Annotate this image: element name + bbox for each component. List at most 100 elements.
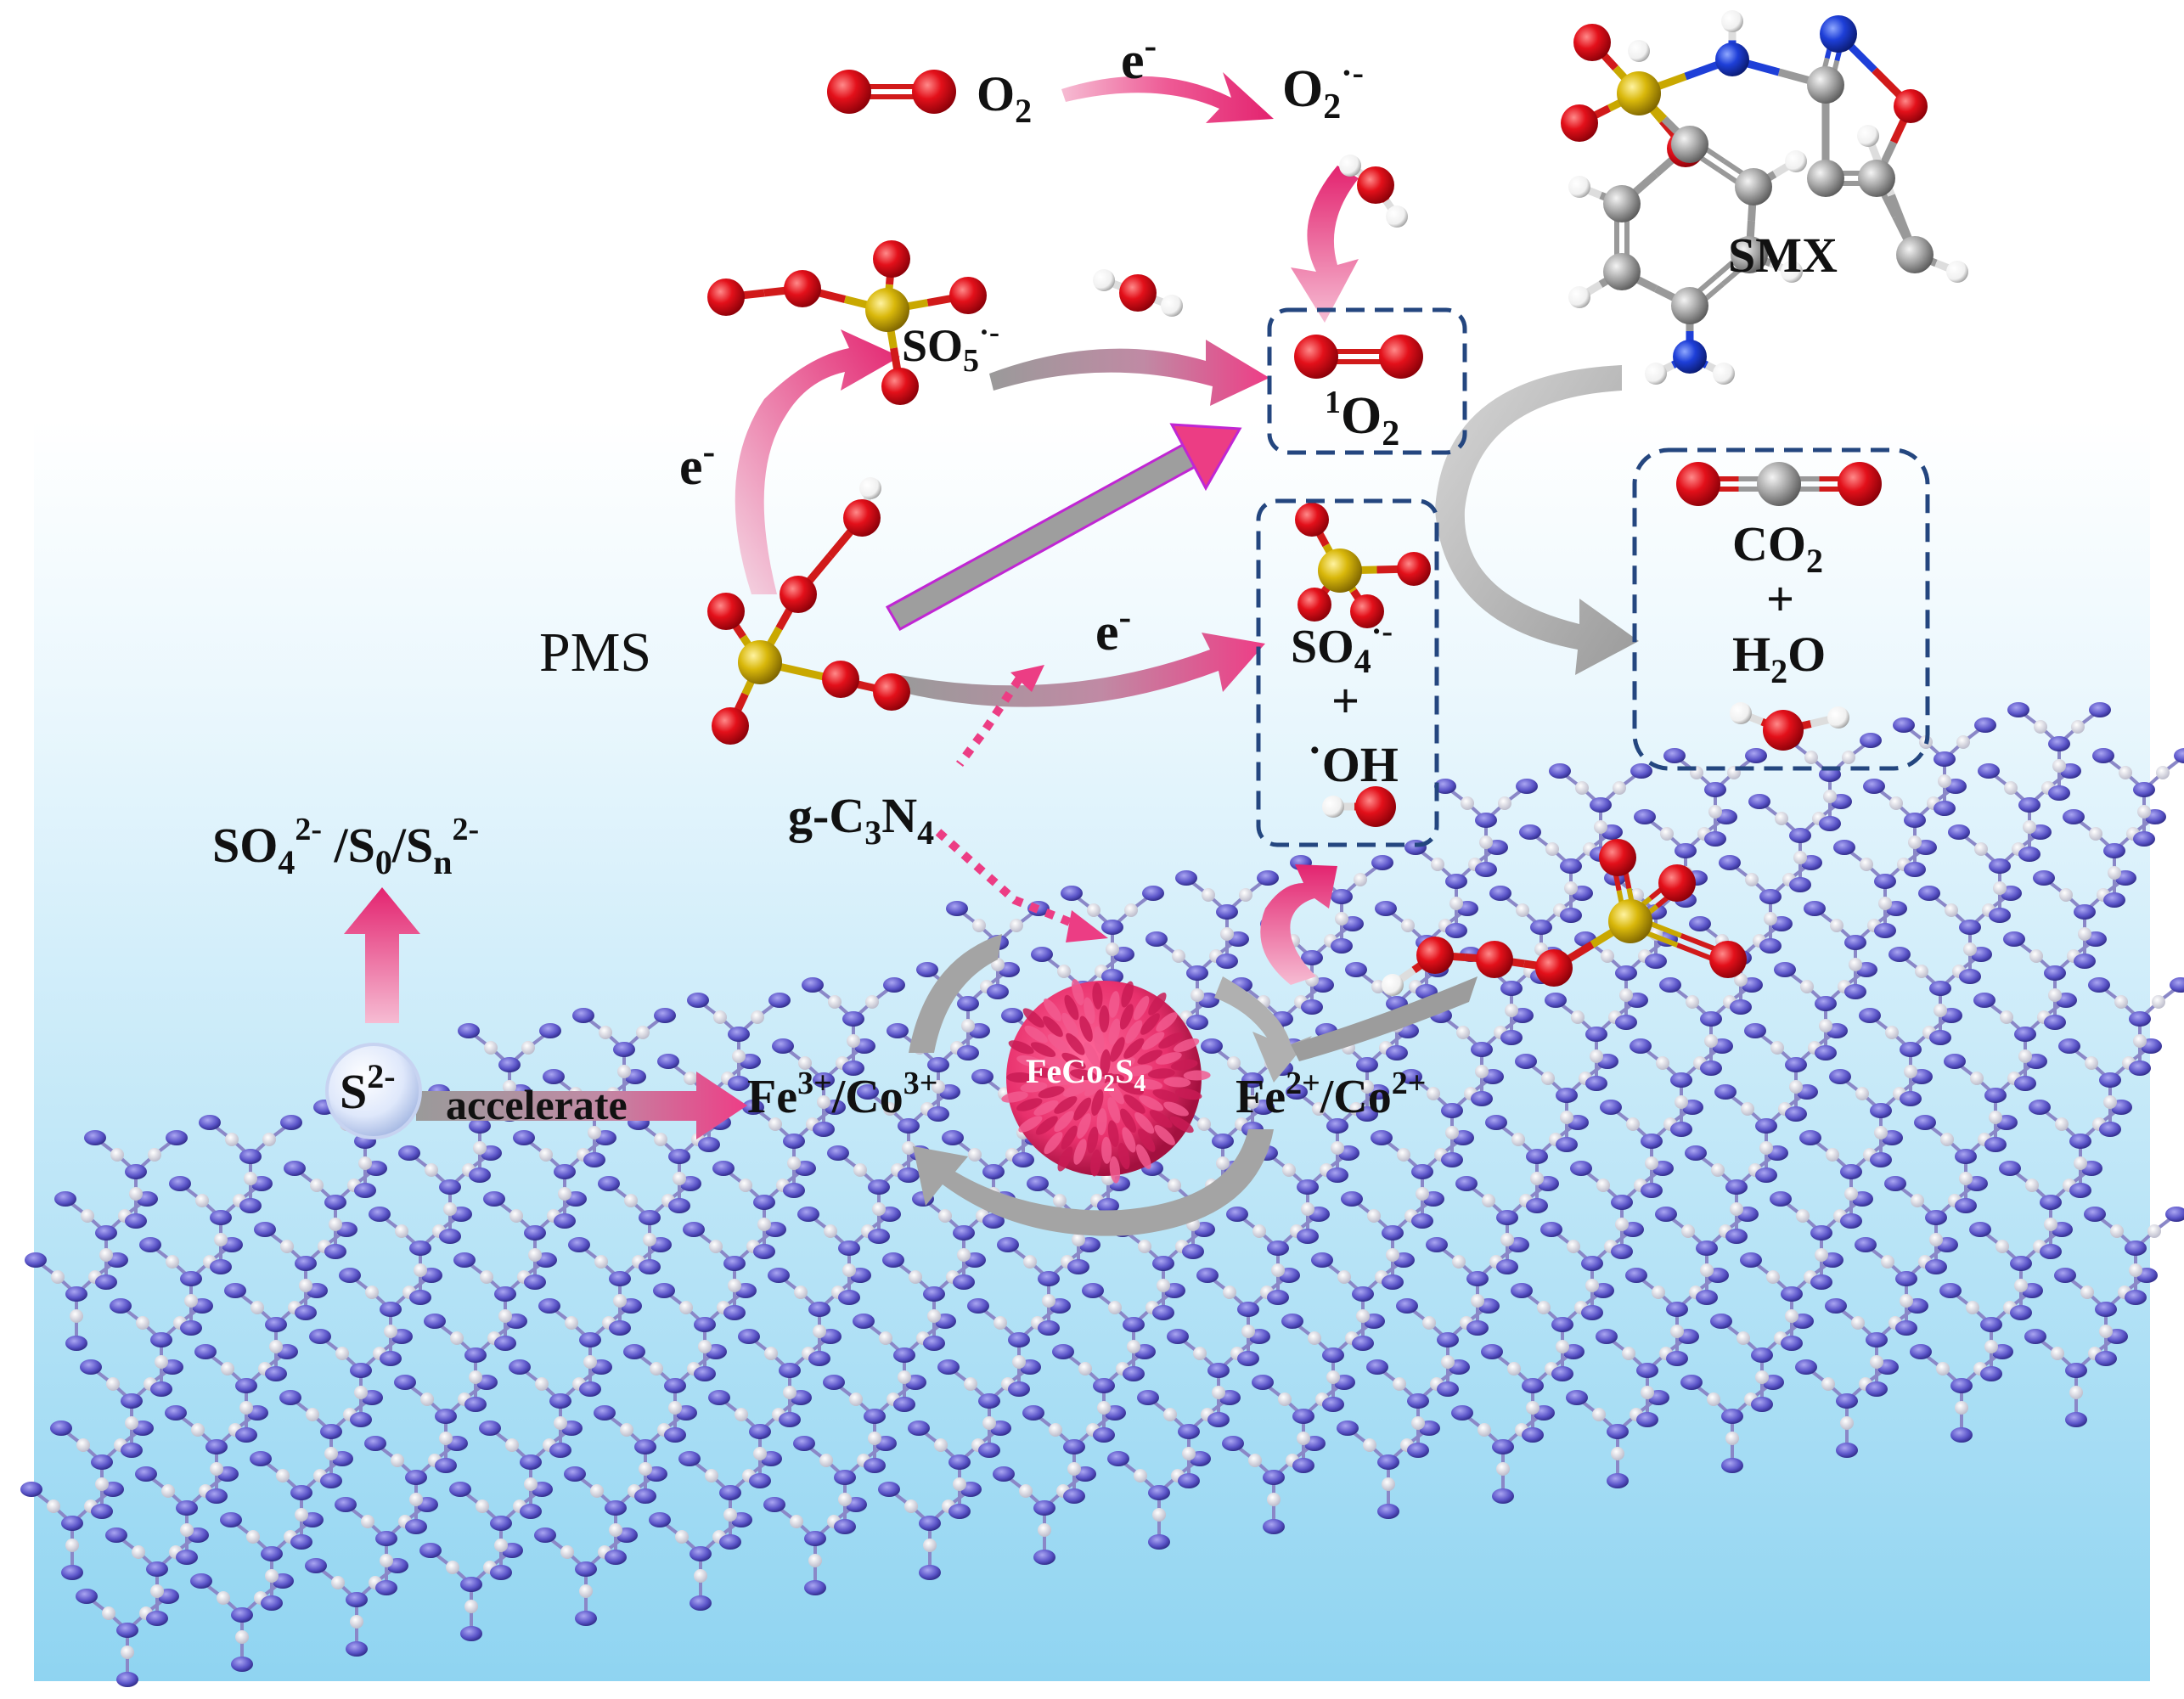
arrow-accelerate <box>416 1072 747 1139</box>
lattice-atom-n <box>424 1314 446 1329</box>
lattice-atom-n <box>1641 1183 1663 1198</box>
lattice-atom-c <box>654 1133 667 1146</box>
lattice-atom-n <box>842 1060 864 1076</box>
lattice-atom-n <box>1630 763 1652 779</box>
lattice-atom-c <box>1482 1194 1495 1207</box>
lattice-atom-n <box>882 1252 904 1268</box>
lattice-atom-c <box>528 1248 542 1262</box>
lattice-atom-c <box>299 1279 312 1292</box>
lattice-atom-c <box>331 1576 345 1589</box>
lattice-atom-n <box>469 1118 491 1134</box>
lattice-atom-n <box>1630 1038 1652 1054</box>
lattice-atom-n <box>2099 1122 2121 1137</box>
lattice-atom-n <box>868 1179 890 1195</box>
lattice-atom-c <box>713 1010 727 1024</box>
lattice-atom-n <box>883 977 905 993</box>
dotted-arrow-gcn-to-catalyst <box>935 829 1080 930</box>
lattice-atom-c <box>798 1056 812 1070</box>
lattice-atom-n <box>605 1550 627 1565</box>
lattice-atom-c <box>439 1432 453 1445</box>
lattice-atom-n <box>520 1454 542 1470</box>
lattice-atom-n <box>2129 1060 2151 1076</box>
catalyst-petal <box>1125 1020 1143 1044</box>
molecule-layer <box>707 10 1968 996</box>
lattice-atom-n <box>2129 1011 2151 1027</box>
lattice-atom-c <box>295 1508 308 1522</box>
lattice-atom-n <box>2095 1302 2117 1317</box>
catalyst-petal <box>1069 1069 1097 1081</box>
lattice-atom-c <box>1571 1010 1585 1024</box>
lattice-atom-c <box>262 1133 276 1146</box>
lattice-atom-c <box>148 1148 161 1162</box>
lattice-atom-c <box>650 1362 663 1376</box>
lattice-atom-n <box>1411 1213 1433 1229</box>
lattice-atom-n <box>254 1222 276 1237</box>
lattice-atom-n <box>1012 1152 1034 1167</box>
lattice-atom-n <box>723 1305 746 1320</box>
lattice-atom-c <box>1278 1392 1292 1406</box>
atom-o <box>881 368 919 405</box>
lattice-atom-n <box>20 1482 42 1497</box>
water-oh <box>1322 786 1396 827</box>
lattice-atom-n <box>295 1305 317 1320</box>
catalyst-petal <box>1163 1101 1189 1117</box>
lattice-atom-n <box>823 1375 845 1390</box>
lattice-atom-n <box>753 1244 775 1259</box>
lattice-atom-n <box>1226 1207 1248 1222</box>
lattice-atom-n <box>997 1237 1019 1252</box>
lattice-atom-n <box>50 1421 72 1436</box>
lattice-atom-n <box>2010 1305 2032 1320</box>
lattice-atom-n <box>1929 1030 1951 1045</box>
lattice-atom-n <box>1148 1485 1170 1500</box>
lattice-atom-c <box>1042 1294 1055 1308</box>
lattice-atom-c <box>1267 1493 1281 1506</box>
lattice-atom-c <box>310 1179 324 1192</box>
lattice-atom-n <box>1515 1054 1537 1069</box>
lattice-atom-c <box>1456 1026 1470 1039</box>
lattice-atom-n <box>1556 1088 1578 1103</box>
lattice-atom-n <box>2018 797 2040 813</box>
catalyst-petal <box>1033 1100 1059 1116</box>
lattice-atom-n <box>320 1473 342 1488</box>
lattice-atom-n <box>1522 1378 1544 1393</box>
atom-c <box>1807 160 1844 197</box>
catalyst-petal <box>1035 1116 1058 1135</box>
lattice-atom-n <box>176 1500 198 1516</box>
lattice-atom-n <box>1263 1470 1285 1485</box>
catalyst-petal <box>1106 1081 1125 1105</box>
lattice-atom-c <box>361 1515 374 1528</box>
lattice-atom-c <box>872 1202 886 1216</box>
lattice-atom-c <box>982 1416 996 1430</box>
lattice-atom-n <box>534 1527 556 1543</box>
lattice-atom-n <box>513 1130 535 1145</box>
lattice-atom-c <box>813 1325 826 1338</box>
lattice-atom-n <box>1700 1011 1722 1027</box>
lattice-atom-c <box>1297 1432 1310 1445</box>
lattice-atom-c <box>847 1034 860 1048</box>
lattice-atom-c <box>1725 1432 1739 1445</box>
lattice-atom-c <box>1223 1286 1236 1299</box>
lattice-atom-c <box>509 1209 523 1223</box>
so5-molecule <box>707 240 987 405</box>
lattice-atom-n <box>1840 1213 1862 1229</box>
atom-o <box>784 270 821 307</box>
lattice-atom-n <box>749 1424 771 1439</box>
lattice-atom-c <box>1755 1370 1769 1384</box>
lattice-atom-n <box>898 1167 920 1183</box>
catalyst-petal <box>1073 1097 1092 1121</box>
atom-o <box>1763 710 1804 751</box>
lattice-atom-n <box>808 1302 830 1317</box>
lattice-atom-n <box>712 1161 735 1176</box>
lattice-atom-c <box>1078 1362 1092 1376</box>
lattice-atom-c <box>1038 1523 1051 1537</box>
atom-o <box>827 70 871 114</box>
lattice-atom-c <box>1737 1331 1750 1345</box>
lattice-atom-c <box>1545 842 1559 856</box>
lattice-atom-c <box>1963 942 1977 956</box>
lattice-atom-n <box>1689 916 1711 931</box>
lattice-atom-c <box>51 1270 65 1284</box>
lattice-atom-n <box>2044 965 2066 981</box>
lattice-atom-n <box>568 1237 590 1252</box>
lattice-atom-c <box>1959 1172 1973 1185</box>
lattice-atom-n <box>1466 1271 1489 1286</box>
